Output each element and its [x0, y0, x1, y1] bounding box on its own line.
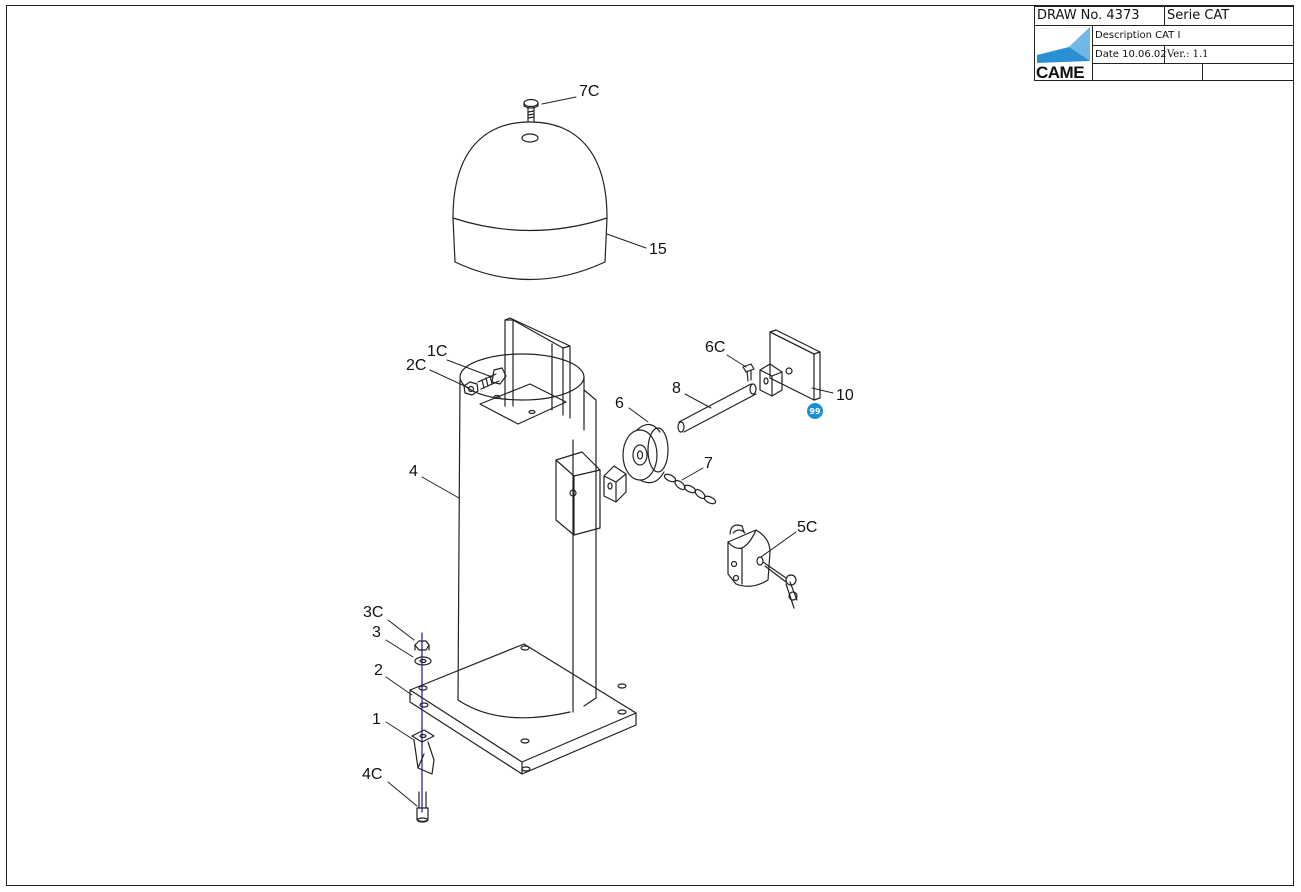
block-nut	[603, 465, 627, 503]
came-logo-text: CAME	[1036, 63, 1085, 82]
part-label-7: 7	[704, 455, 713, 472]
leader-lines	[385, 96, 834, 807]
nut-2c	[463, 381, 479, 396]
part-label-5c: 5C	[797, 519, 817, 536]
pin-8	[677, 383, 757, 433]
date-label: Date 10.06.02	[1095, 49, 1167, 60]
annotation-badge[interactable]: 99	[807, 403, 823, 419]
bracket-1	[411, 729, 435, 775]
part-label-1: 1	[372, 711, 381, 728]
part-label-10: 10	[836, 387, 854, 404]
part-label-4c: 4C	[362, 766, 382, 783]
part-label-15: 15	[649, 241, 667, 258]
part-label-3: 3	[372, 624, 381, 641]
series-label: Serie CAT	[1167, 8, 1230, 23]
part-labels: 7C 15 1C 2C 6C 8 10 6 7 4 5C 3C 3 2 1 4C	[362, 83, 854, 783]
drawing-number: DRAW No. 4373	[1037, 8, 1140, 23]
screw-6c	[742, 363, 755, 382]
dome-cap-15	[452, 121, 608, 280]
badge-number: 99	[809, 407, 821, 416]
part-label-3c: 3C	[363, 604, 383, 621]
post-body-4	[409, 317, 637, 775]
bolt-1c	[477, 367, 507, 390]
screw-7c	[523, 98, 539, 122]
drawing-sheet-border	[6, 5, 1294, 886]
receiver-plate-10	[759, 329, 821, 401]
part-label-7c: 7C	[579, 83, 599, 100]
came-logo-icon	[1037, 27, 1090, 63]
nut-3c	[414, 640, 430, 651]
part-label-6c: 6C	[705, 339, 725, 356]
pulley-6	[622, 423, 669, 484]
part-label-2c: 2C	[406, 357, 426, 374]
bolt-4c	[416, 791, 429, 823]
padlock-5c	[727, 524, 798, 609]
part-label-1c: 1C	[427, 343, 447, 360]
chain-7	[663, 473, 717, 505]
part-label-4: 4	[409, 463, 418, 480]
title-block: DRAW No. 4373 Serie CAT Description CAT …	[1034, 6, 1294, 81]
part-label-2: 2	[374, 662, 383, 679]
washer-3	[414, 656, 432, 666]
part-label-8: 8	[672, 380, 681, 397]
part-label-6: 6	[615, 395, 624, 412]
description-label: Description CAT I	[1095, 30, 1181, 41]
version-label: Ver.: 1.1	[1167, 49, 1209, 60]
